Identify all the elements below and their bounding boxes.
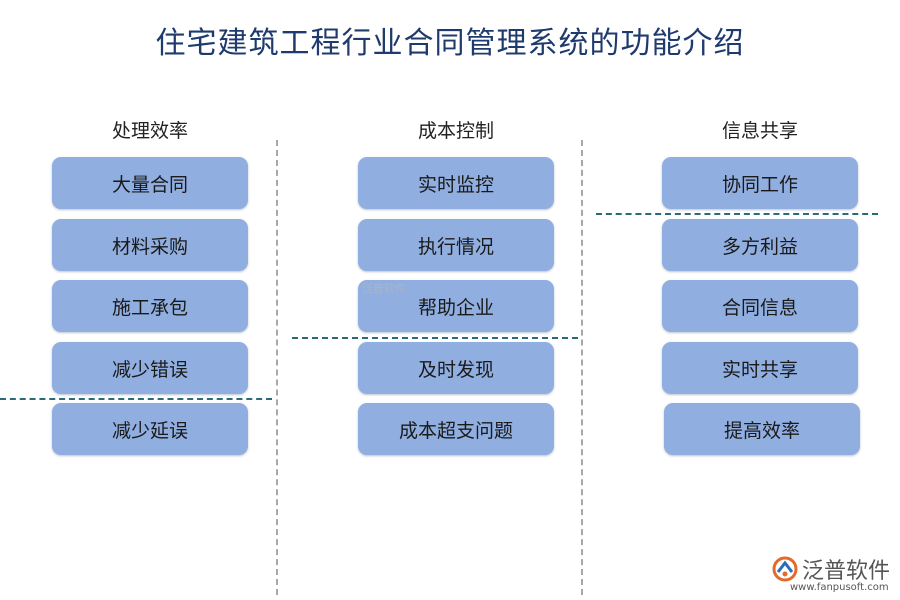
item-box: 合同信息 [662,280,858,332]
logo-url: www.fanpusoft.com [790,582,889,593]
item-box: 及时发现 [358,342,554,394]
column-divider [581,140,583,595]
item-box: 执行情况 [358,219,554,271]
column-heading-cost: 成本控制 [417,120,494,142]
item-box: 提高效率 [664,403,860,455]
item-box: 减少错误 [52,342,248,394]
accent-dashed-line [0,398,272,400]
item-box: 成本超支问题 [358,403,554,455]
item-box: 大量合同 [52,157,248,209]
page-title: 住宅建筑工程行业合同管理系统的功能介绍 [155,26,745,61]
column-divider [276,140,278,595]
watermark: 泛普软件 [362,282,406,295]
item-box: 多方利益 [662,219,858,271]
accent-dashed-line [596,213,878,215]
item-box: 材料采购 [52,219,248,271]
logo-name: 泛普软件 [802,559,891,584]
column-heading-sharing: 信息共享 [721,120,798,142]
item-box: 实时监控 [358,157,554,209]
accent-dashed-line [292,337,578,339]
column-heading-efficiency: 处理效率 [111,120,188,142]
brand-logo: 泛普软件 [772,553,890,585]
item-box: 减少延误 [52,403,248,455]
item-box: 协同工作 [662,157,858,209]
item-box: 实时共享 [662,342,858,394]
logo-icon [772,556,798,582]
item-box: 施工承包 [52,280,248,332]
item-box: 帮助企业 [358,280,554,332]
